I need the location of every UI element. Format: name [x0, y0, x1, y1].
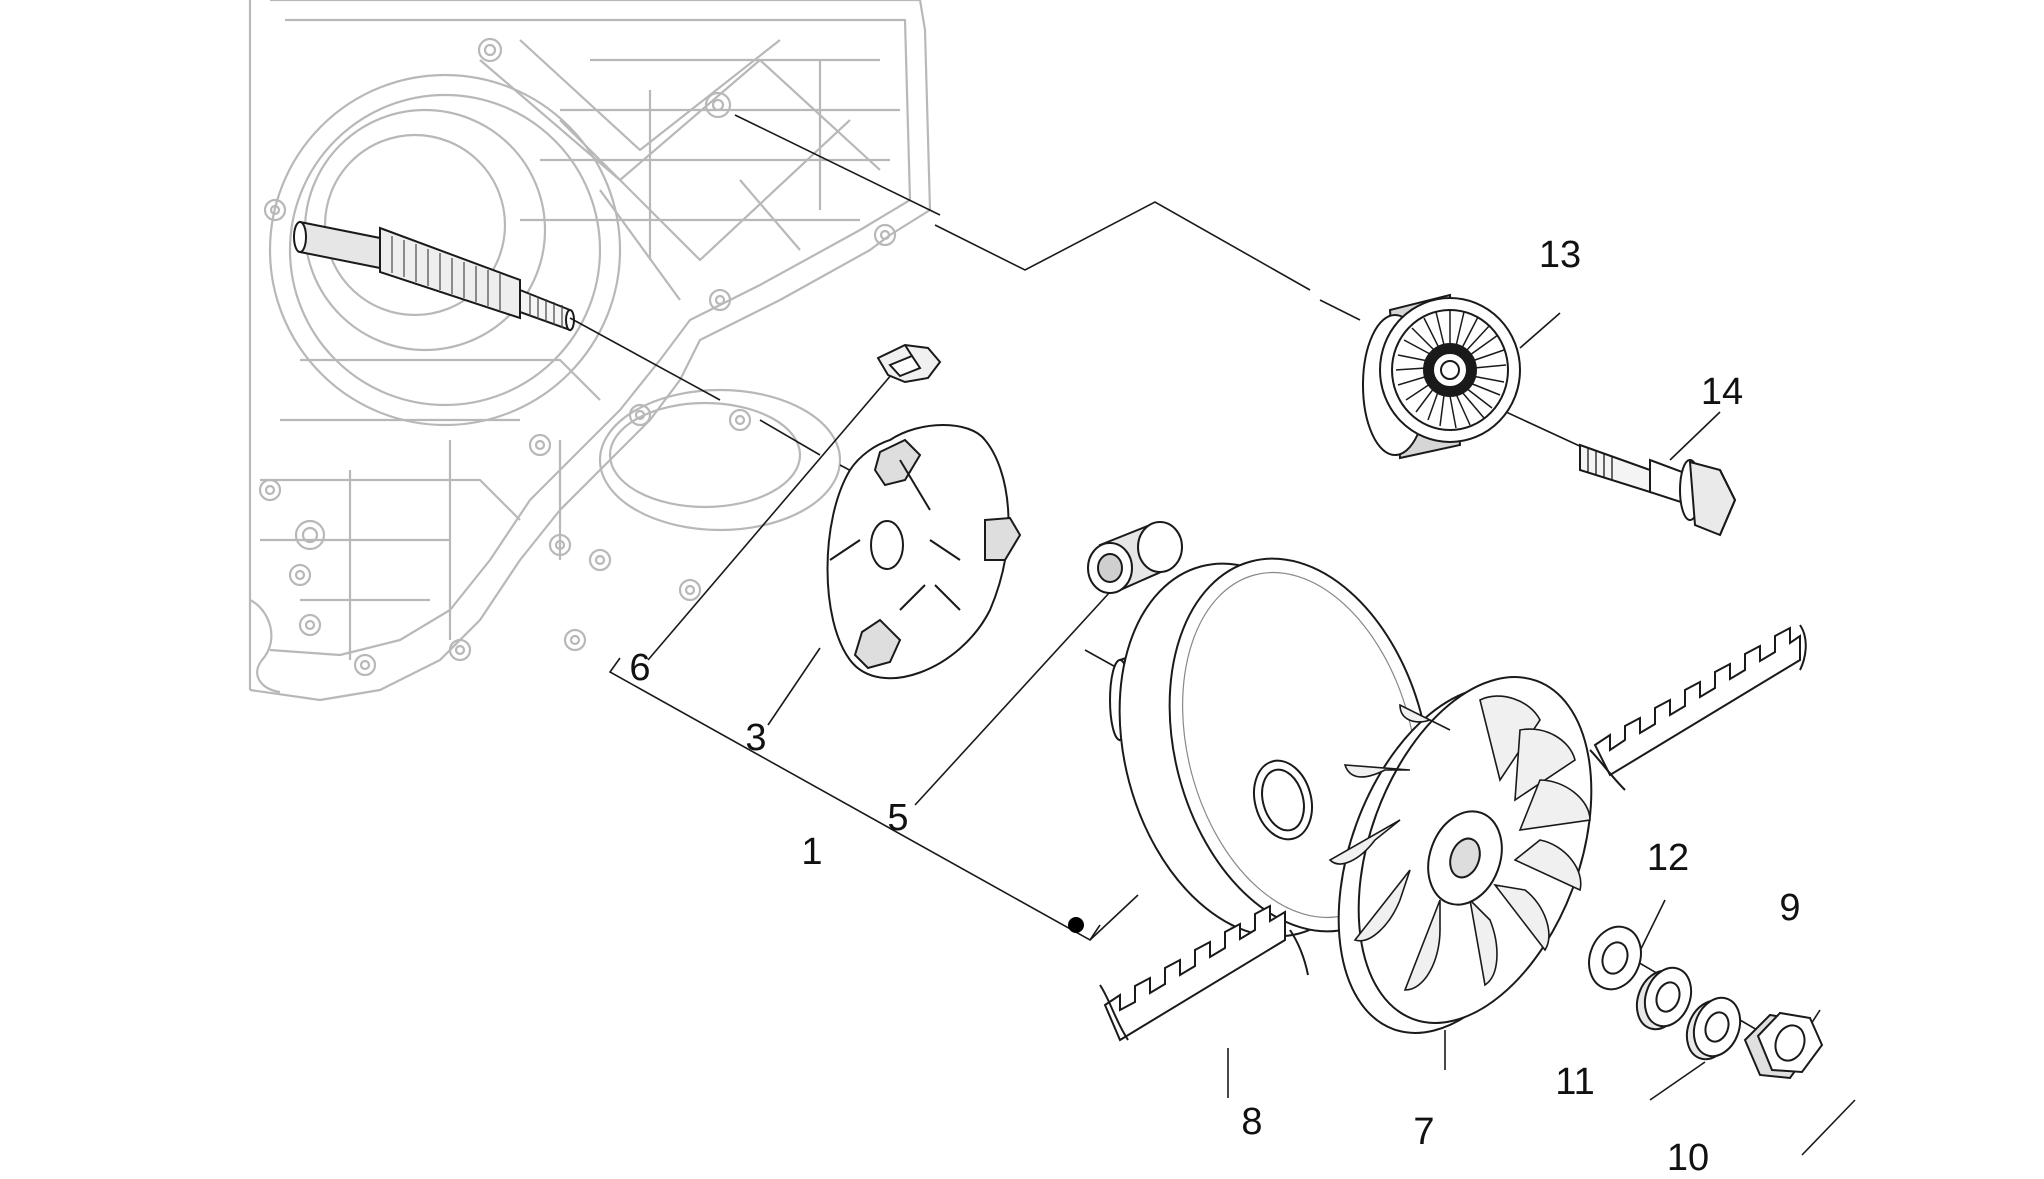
callout-12: 12	[1646, 837, 1690, 879]
callout-5: 5	[887, 797, 909, 839]
callout-1: 1	[801, 831, 823, 873]
idler-pulley-icon	[1362, 293, 1521, 460]
splined-shaft-icon	[293, 220, 575, 332]
callout-9: 9	[1779, 887, 1801, 929]
reference-dot	[1068, 917, 1084, 933]
callout-3: 3	[745, 717, 767, 759]
callout-13: 13	[1538, 234, 1582, 276]
callout-14: 14	[1700, 371, 1744, 413]
bush-part-icon	[1087, 521, 1183, 594]
clip-part-icon	[876, 343, 942, 384]
callout-8: 8	[1241, 1101, 1263, 1143]
callout-11: 11	[1555, 1061, 1595, 1103]
callout-10: 10	[1666, 1137, 1710, 1179]
fan-pulley-icon	[1328, 676, 1593, 1034]
toothed-belt-icon	[1099, 624, 1807, 1042]
callout-7: 7	[1413, 1111, 1435, 1153]
washer-9-icon	[1685, 996, 1742, 1061]
flange-bolt-icon	[1579, 443, 1737, 537]
ramp-plate-icon	[826, 424, 1022, 680]
crankcase-housing-icon	[248, 0, 932, 702]
washer-11-icon	[1635, 966, 1693, 1031]
leader-lines	[569, 114, 1856, 1156]
washer-12-icon	[1588, 925, 1642, 991]
nut-10-icon	[1743, 1011, 1824, 1080]
callout-6: 6	[629, 647, 651, 689]
